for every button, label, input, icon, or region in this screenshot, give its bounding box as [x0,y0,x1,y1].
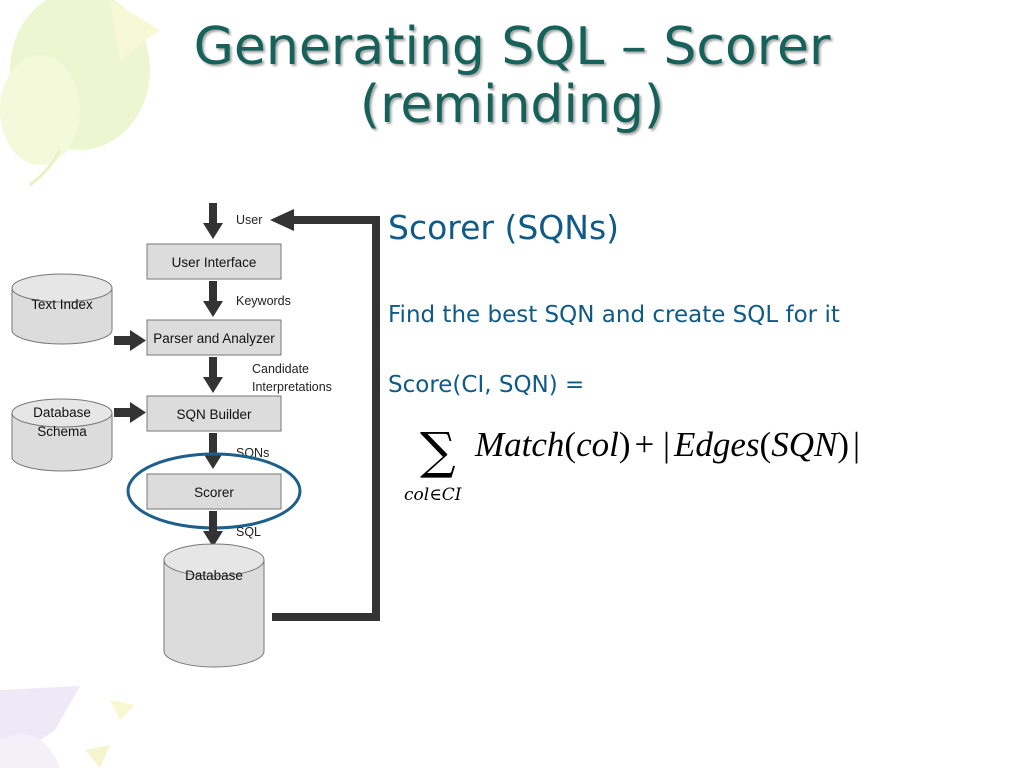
scorer-heading: Scorer (SQNs) [388,208,620,247]
label-keywords: Keywords [236,294,291,308]
arrow-ui-to-parser [203,301,223,317]
score-label: Score(CI, SQN) = [388,372,585,398]
sqn-builder-box [146,395,282,432]
text-index-cylinder [11,273,113,345]
arrow-builder-to-scorer [203,453,223,469]
balloon-decoration-top-left [0,0,160,187]
score-formula: ∑ col∈CI Match(col)+ |Edges(SQN)| [404,422,860,505]
label-sql: SQL [236,525,261,539]
feedback-line [272,216,380,621]
parser-analyzer-box [146,319,282,356]
feedback-arrowhead [270,209,294,231]
parser-analyzer-label: Parser and Analyzer [153,331,275,346]
user-interface-label: User Interface [172,255,257,270]
database-schema-cylinder [11,398,113,472]
text-index-label: Text Index [31,297,93,312]
arrow-parser-to-builder [203,377,223,393]
database-cylinder [163,543,265,668]
user-interface-box [146,243,282,280]
sum-subscript: col∈CI [404,485,462,505]
scorer-box [146,473,282,510]
arrow-schema-to-builder [130,402,146,423]
arrow-user-to-ui [203,223,223,239]
balloon-decoration-bottom-left [0,686,135,768]
database-label: Database [185,568,243,583]
description-text: Find the best SQN and create SQL for it [388,302,840,328]
title-line-2: (reminding) [359,75,665,135]
formula-expression: Match(col)+ |Edges(SQN)| [474,425,860,464]
title-line-1: Generating SQL – Scorer [193,17,831,77]
slide-title: Generating SQL – Scorer (reminding) [60,18,964,134]
label-candidate: Candidate [252,362,309,376]
arrow-text-index-to-parser [130,330,146,351]
sigma-symbol: ∑ [420,422,456,480]
label-user: User [236,213,262,227]
database-schema-label-1: Database [33,405,91,420]
arrow-scorer-to-database [203,531,223,547]
database-schema-label-2: Schema [37,424,87,439]
architecture-diagram: User User Interface Keywords Text Index … [11,203,380,668]
label-interpretations: Interpretations [252,380,332,394]
sqn-builder-label: SQN Builder [176,407,252,422]
scorer-label: Scorer [194,485,234,500]
